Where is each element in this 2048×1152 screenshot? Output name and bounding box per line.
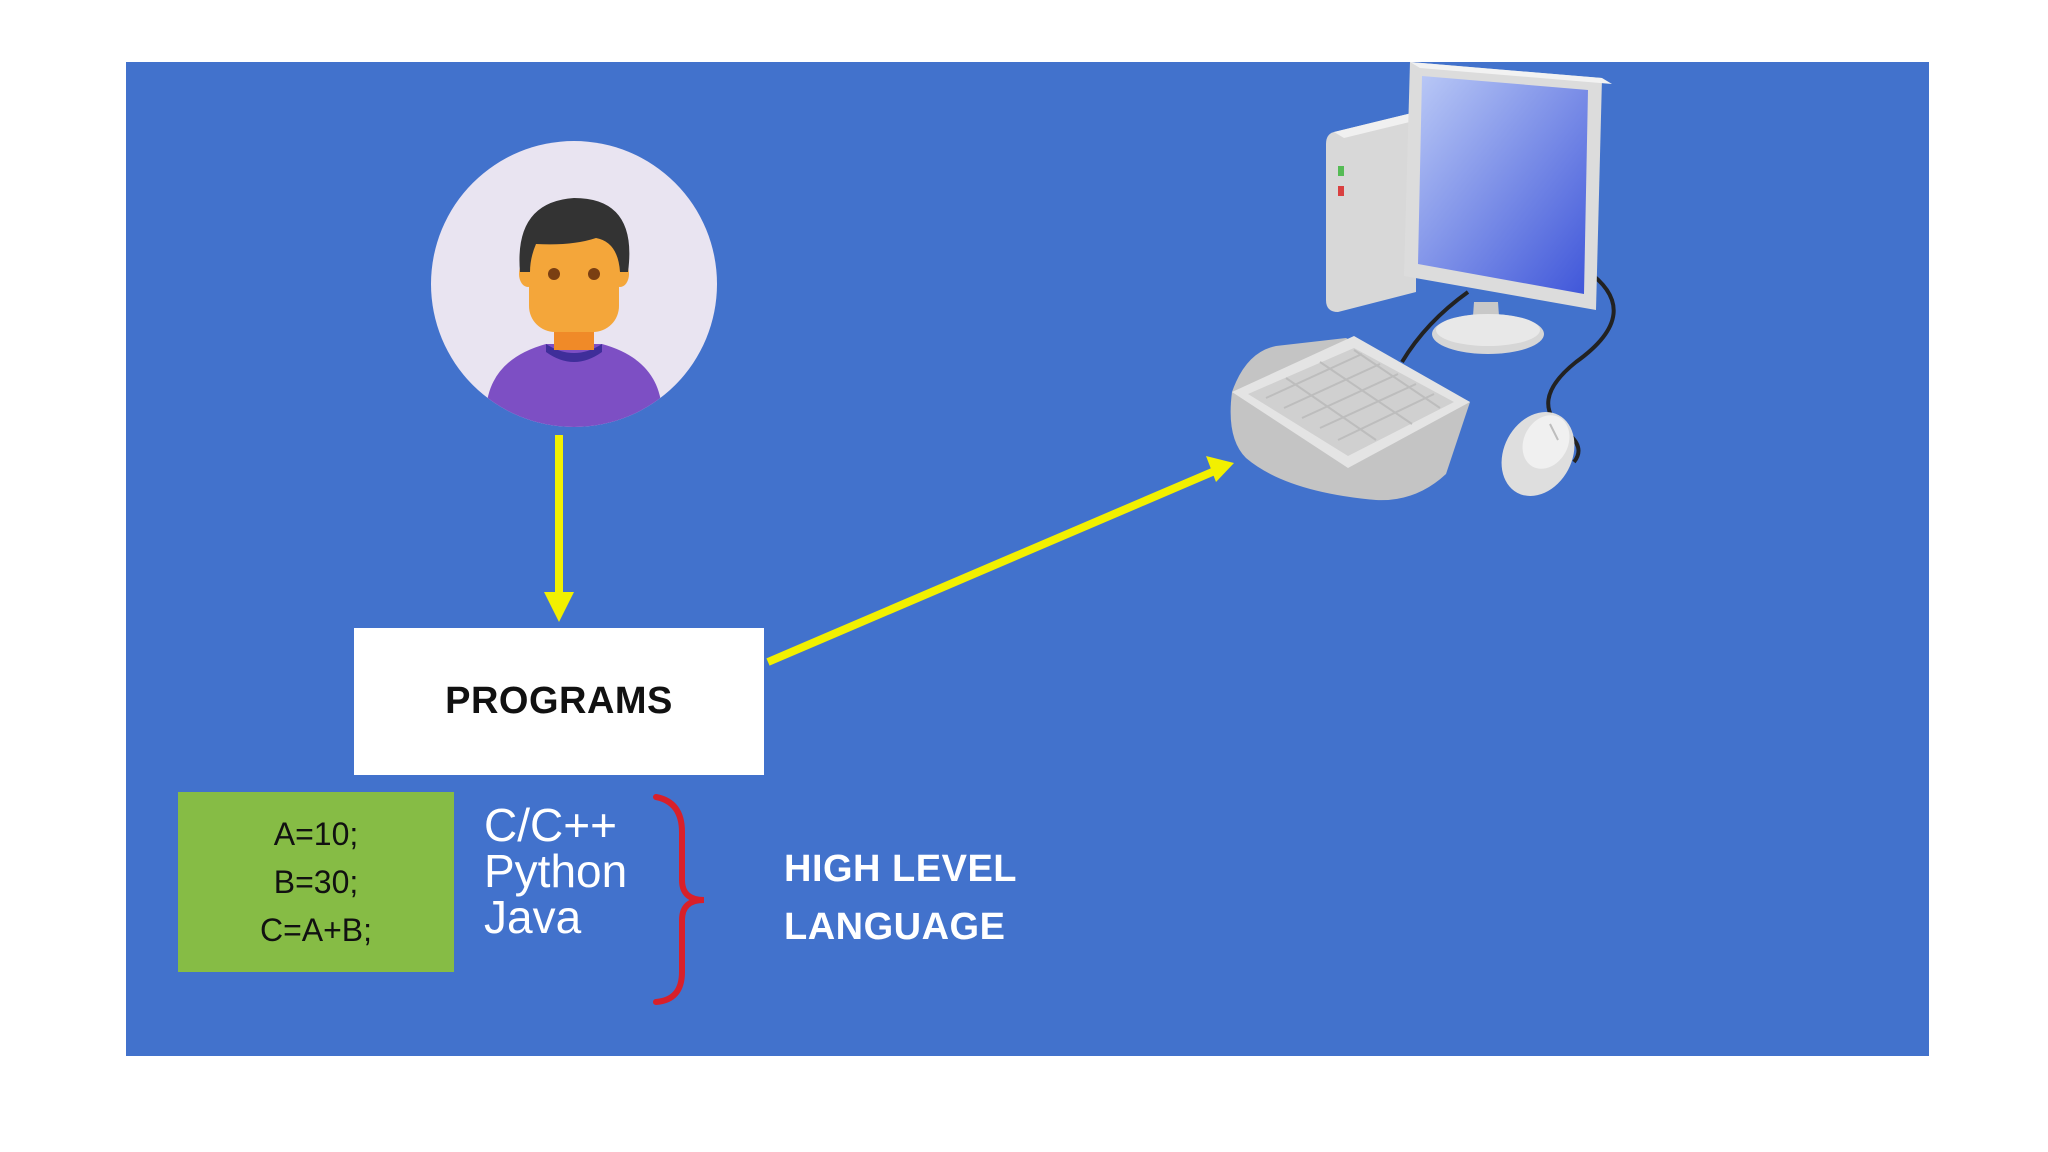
level-label-line: HIGH LEVEL xyxy=(784,848,1018,890)
curly-brace xyxy=(653,794,705,1005)
language-item: Python xyxy=(484,845,628,897)
programs-label: PROGRAMS xyxy=(445,680,673,722)
code-line: B=30; xyxy=(273,864,359,900)
diagram-graphics xyxy=(431,62,1616,1005)
language-list: C/C++ Python Java xyxy=(484,802,627,940)
code-line: C=A+B; xyxy=(259,912,373,948)
programs-box: PROGRAMS xyxy=(354,628,764,775)
user-avatar-icon xyxy=(431,141,717,427)
mouse-icon xyxy=(1501,411,1575,497)
code-example-box: A=10; B=30; C=A+B; xyxy=(178,792,454,972)
arrow-user-to-programs xyxy=(544,435,574,622)
keyboard-icon xyxy=(1230,336,1470,501)
language-item: C/C++ xyxy=(484,799,617,851)
high-level-language-label: HIGH LEVEL LANGUAGE xyxy=(784,840,1017,956)
computer-icon xyxy=(1326,62,1616,464)
slide: PROGRAMS A=10; B=30; C=A+B; C/C++ Python… xyxy=(126,62,1929,1056)
level-label-line: LANGUAGE xyxy=(784,906,1006,948)
code-line: A=10; xyxy=(273,816,359,852)
arrow-programs-to-computer xyxy=(766,456,1234,666)
language-item: Java xyxy=(484,891,582,943)
